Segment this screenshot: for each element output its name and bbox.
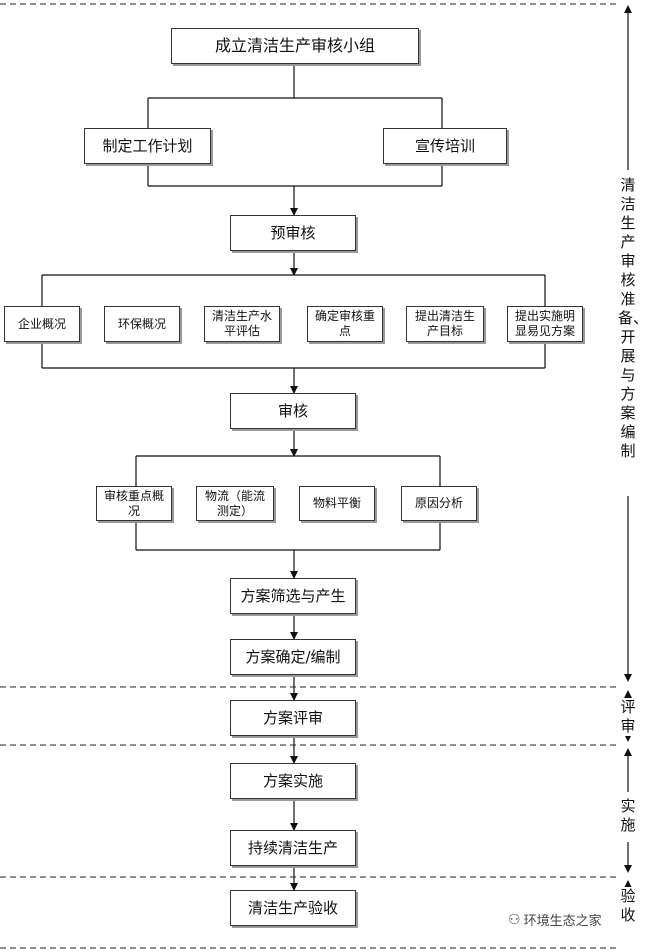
continuous-box: 持续清洁生产 [230,830,356,866]
watermark-text: 环境生态之家 [523,914,602,929]
review-plans-box: 方案评审 [230,700,356,736]
audit-box: 审核 [230,393,356,429]
env-overview-box: 环保概况 [104,306,180,342]
confirm-plans-box: 方案确定/编制 [230,639,356,675]
quick-plans-box: 提出实施明显易见方案 [507,306,583,342]
material-balance-box: 物料平衡 [299,486,375,521]
cause-analysis-box: 原因分析 [401,486,477,521]
training-box: 宣传培训 [383,128,507,164]
audit-focus-box: 确定审核重点 [307,306,383,342]
phase-label-review: 评审 [618,698,638,736]
focus-overview-box: 审核重点概况 [96,486,172,521]
material-flow-box: 物流（能流测定） [196,486,274,521]
acceptance-box: 清洁生产验收 [230,890,356,926]
implement-plans-box: 方案实施 [230,763,356,799]
phase-label-prep: 清洁生产审核准备、开展与方案编制 [618,176,647,461]
watermark: ⚇ 环境生态之家 [508,910,602,930]
form-team-box: 成立清洁生产审核小组 [171,28,419,64]
phase-label-accept: 验收 [618,887,638,925]
level-assess-box: 清洁生产水平评估 [204,306,280,342]
phase-label-implement: 实施 [618,797,638,835]
company-overview-box: 企业概况 [4,306,80,342]
screen-plans-box: 方案筛选与产生 [230,578,356,614]
pre-audit-box: 预审核 [230,215,356,251]
work-plan-box: 制定工作计划 [84,128,211,164]
wechat-icon: ⚇ [508,911,521,928]
set-target-box: 提出清洁生产目标 [406,306,484,342]
